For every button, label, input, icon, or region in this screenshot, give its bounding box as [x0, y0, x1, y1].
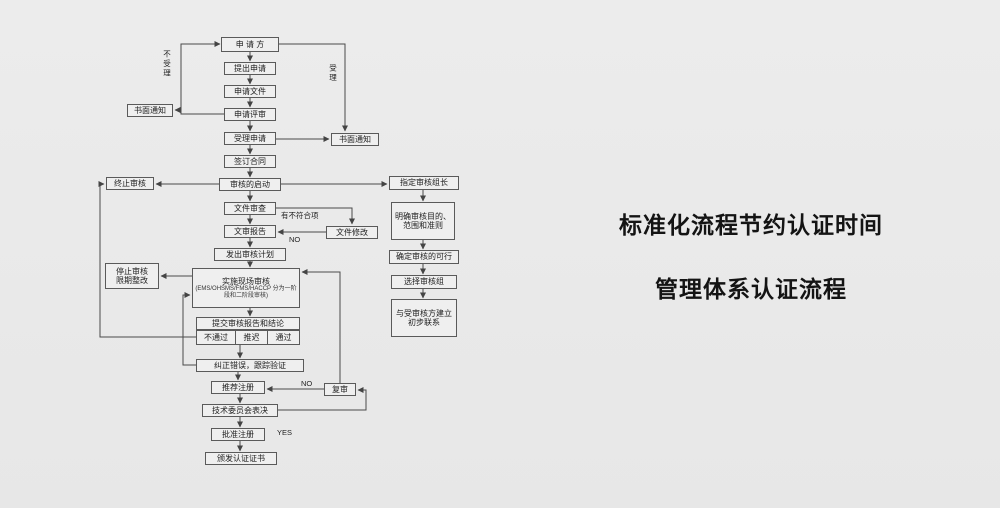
- node-accept-application-label: 受理申请: [234, 133, 266, 143]
- node-terminate-audit: 终止审核: [106, 177, 154, 190]
- node-application-documents: 申请文件: [224, 85, 276, 98]
- node-assign-leader-label: 指定审核组长: [400, 178, 448, 188]
- node-stop-audit-line1: 停止审核: [116, 266, 148, 276]
- outcome-fail: 不通过: [197, 331, 235, 344]
- node-audit-start-label: 审核的启动: [230, 179, 270, 189]
- node-stop-audit: 停止审核 限期整改: [105, 263, 159, 289]
- node-stop-audit-line2: 限期整改: [116, 276, 148, 285]
- node-application-review: 申请评审: [224, 108, 276, 121]
- node-re-audit-label: 复审: [332, 384, 348, 394]
- node-document-report: 文审报告: [224, 225, 276, 238]
- node-onsite-audit: 实施现场审核 (EMS/OHSMS/FMS/HACCP 分为一阶段和二阶段审核): [192, 268, 300, 308]
- node-committee-vote: 技术委员会表决: [202, 404, 278, 417]
- node-onsite-audit-subtitle: (EMS/OHSMS/FMS/HACCP 分为一阶段和二阶段审核): [195, 286, 297, 299]
- title-line-2: 管理体系认证流程: [655, 276, 847, 302]
- node-report-outcomes: 不通过 推迟 通过: [196, 330, 300, 345]
- node-assign-leader: 指定审核组长: [389, 176, 459, 190]
- node-submit-report: 提交审核报告和结论: [196, 317, 300, 330]
- node-approve-registration-label: 批准注册: [222, 429, 254, 439]
- node-document-modification-label: 文件修改: [336, 227, 368, 237]
- node-document-modification: 文件修改: [326, 226, 378, 239]
- title-block: 标准化流程节约认证时间 管理体系认证流程: [596, 206, 906, 304]
- node-recommend-registration: 推荐注册: [211, 381, 265, 394]
- node-applicant: 申 请 方: [221, 37, 279, 52]
- edge-label-nonconformity: 有不符合项: [281, 211, 319, 220]
- node-recommend-registration-label: 推荐注册: [222, 382, 254, 392]
- node-document-review-label: 文件审查: [234, 203, 266, 213]
- node-written-notice-left-label: 书面通知: [134, 105, 166, 115]
- node-submit-application-label: 提出申请: [234, 63, 266, 73]
- node-issue-audit-plan-label: 发出审核计划: [226, 249, 274, 259]
- outcome-fail-label: 不通过: [203, 333, 228, 342]
- node-accept-application: 受理申请: [224, 132, 276, 145]
- node-clarify-purpose-label: 明确审核目的、范围和准则: [395, 211, 451, 230]
- node-issue-audit-plan: 发出审核计划: [214, 248, 286, 261]
- outcome-pass: 通过: [266, 331, 299, 344]
- node-initial-contact: 与受审核方建立初步联系: [391, 299, 457, 337]
- edge-label-not-accepted: 不受理: [162, 50, 172, 79]
- node-submit-application: 提出申请: [224, 62, 276, 75]
- node-re-audit: 复审: [324, 383, 356, 396]
- node-correct-errors-label: 纠正错误，跟踪验证: [214, 360, 286, 370]
- node-written-notice-left: 书面通知: [127, 104, 173, 117]
- edge-label-yes-approve: YES: [277, 428, 293, 437]
- outcome-postpone-label: 推迟: [243, 333, 260, 342]
- node-sign-contract-label: 签订合同: [234, 156, 266, 166]
- node-audit-start: 审核的启动: [219, 178, 281, 191]
- edge-label-no-doc: NO: [289, 235, 301, 244]
- edge-label-accepted: 受理: [328, 64, 338, 83]
- node-select-team: 选择审核组: [391, 275, 457, 289]
- node-application-documents-label: 申请文件: [234, 86, 266, 96]
- node-document-report-label: 文审报告: [234, 226, 266, 236]
- node-document-review: 文件审查: [224, 202, 276, 215]
- node-terminate-audit-label: 终止审核: [114, 178, 146, 188]
- node-written-notice-right-label: 书面通知: [339, 134, 371, 144]
- outcome-postpone: 推迟: [234, 331, 267, 344]
- node-determine-feasibility: 确定审核的可行: [389, 250, 459, 264]
- edge-label-no-reaudit: NO: [301, 379, 313, 388]
- node-approve-registration: 批准注册: [211, 428, 265, 441]
- node-applicant-label: 申 请 方: [235, 39, 265, 49]
- node-application-review-label: 申请评审: [234, 109, 266, 119]
- node-determine-feasibility-label: 确定审核的可行: [396, 252, 452, 262]
- node-correct-errors: 纠正错误，跟踪验证: [196, 359, 304, 372]
- node-written-notice-right: 书面通知: [331, 133, 379, 146]
- node-issue-certificate-label: 颁发认证证书: [217, 453, 265, 463]
- node-select-team-label: 选择审核组: [404, 277, 444, 287]
- title-line-1: 标准化流程节约认证时间: [619, 212, 883, 238]
- node-submit-report-label: 提交审核报告和结论: [212, 318, 284, 328]
- node-issue-certificate: 颁发认证证书: [205, 452, 277, 465]
- node-committee-vote-label: 技术委员会表决: [212, 405, 268, 415]
- outcome-pass-label: 通过: [275, 333, 292, 342]
- node-initial-contact-label: 与受审核方建立初步联系: [396, 308, 452, 327]
- node-sign-contract: 签订合同: [224, 155, 276, 168]
- node-clarify-purpose: 明确审核目的、范围和准则: [391, 202, 455, 240]
- node-onsite-audit-title: 实施现场审核: [222, 276, 270, 286]
